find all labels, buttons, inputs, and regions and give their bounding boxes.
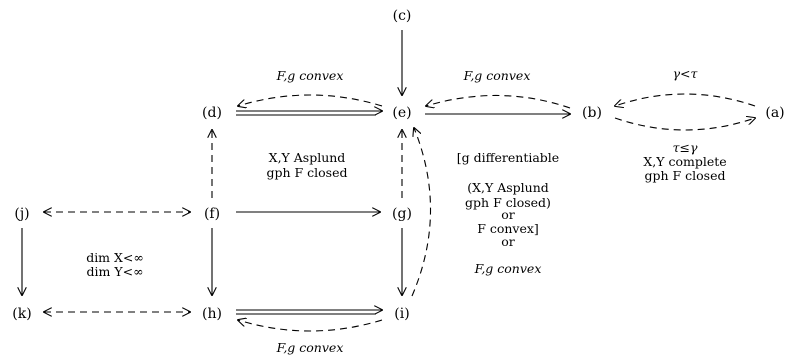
arrow-b-to-e-dashed [426, 94, 571, 108]
label-ie-condition-6: or [501, 234, 515, 249]
label-gph-closed-ab: gph F closed [644, 168, 725, 183]
node-b: (b) [582, 105, 602, 121]
label-xy-asplund-fe: X,Y Asplund [269, 150, 346, 165]
label-e-d-convex: F,g convex [276, 68, 344, 83]
node-g: (g) [392, 206, 412, 222]
node-a: (a) [765, 105, 784, 121]
node-d: (d) [202, 105, 222, 121]
label-gamma-lt-tau: γ<τ [673, 66, 699, 81]
node-c: (c) [393, 8, 412, 24]
label-dim-y: dim Y<∞ [87, 264, 144, 279]
arrow-e-to-d-dashed [238, 94, 383, 106]
node-f: (f) [204, 206, 220, 222]
node-e: (e) [392, 105, 411, 121]
label-ie-condition-7: F,g convex [474, 261, 542, 276]
label-gph-closed-fe: gph F closed [266, 165, 347, 180]
label-ie-condition-4: or [501, 207, 515, 222]
label-i-h-convex: F,g convex [276, 340, 344, 355]
node-h: (h) [202, 306, 222, 322]
node-j: (j) [14, 206, 29, 222]
label-tau-le-gamma: τ≤γ [673, 140, 698, 155]
label-ie-condition-1: [g differentiable [457, 150, 559, 165]
node-k: (k) [12, 306, 31, 322]
label-dim-x: dim X<∞ [86, 250, 144, 265]
label-b-e-convex: F,g convex [463, 68, 531, 83]
arrow-a-to-b-dashed [615, 93, 756, 106]
arrow-i-to-e-dashed [411, 128, 432, 297]
arrow-b-to-a-dashed [614, 118, 755, 131]
label-ie-condition-3: gph F closed) [465, 195, 551, 210]
label-ie-condition-2: (X,Y Asplund [467, 180, 549, 195]
label-xy-complete: X,Y complete [643, 154, 726, 169]
node-i: (i) [394, 306, 409, 322]
label-ie-condition-5: F convex] [477, 221, 539, 236]
arrow-i-to-h-dashed [238, 320, 383, 332]
